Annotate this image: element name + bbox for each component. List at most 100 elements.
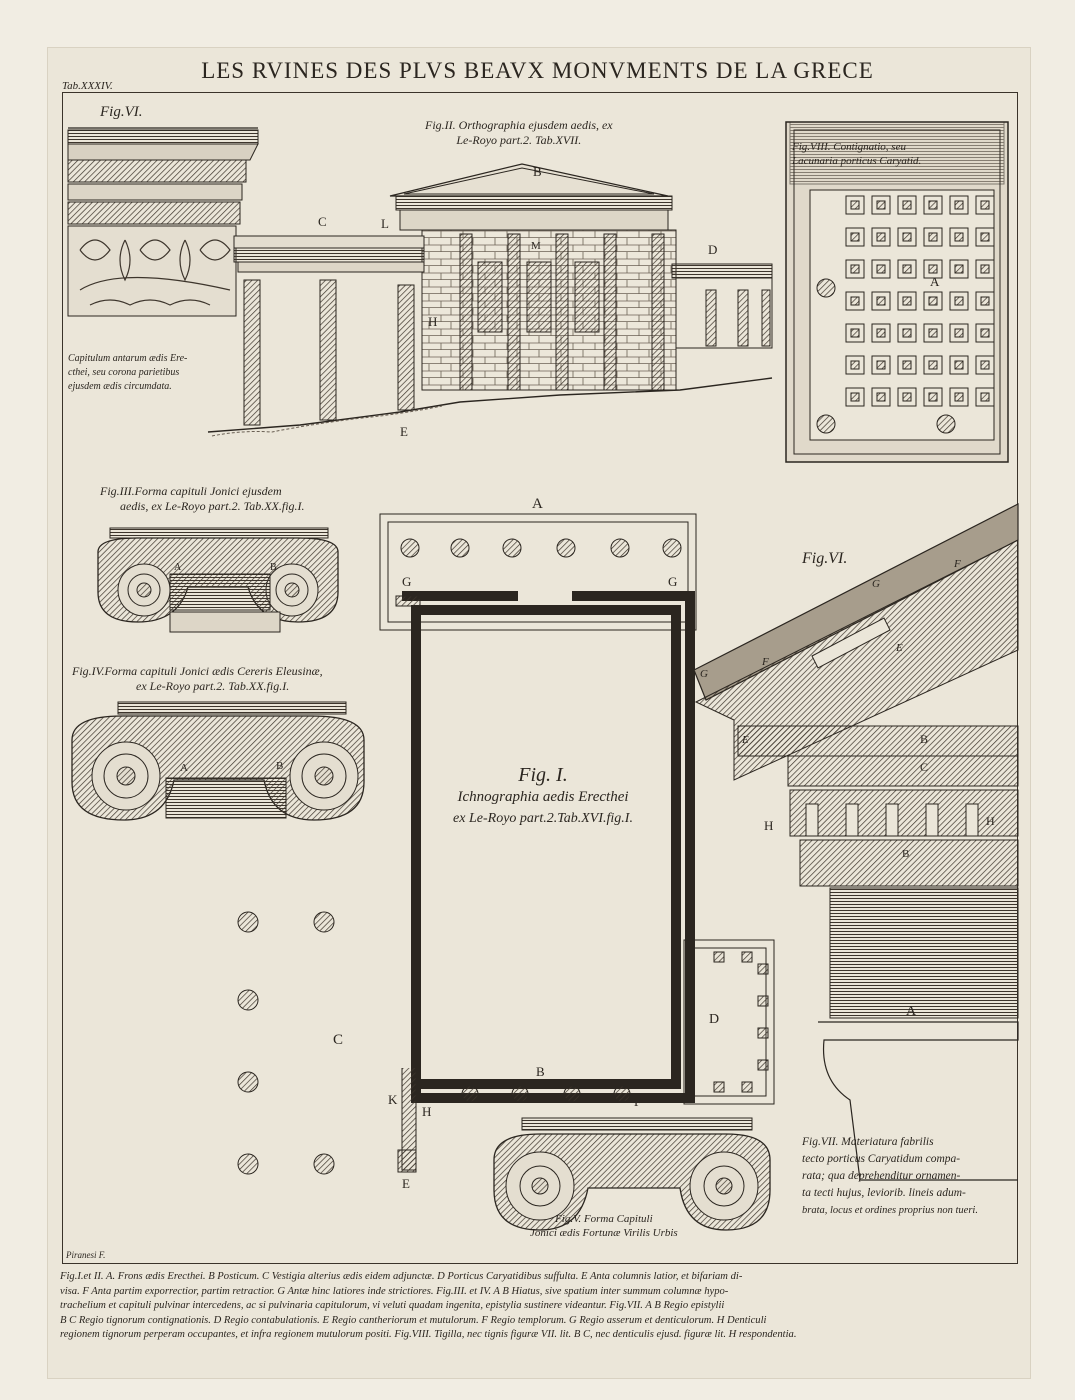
plate-legend: Fig.I.et II. A. Frons ædis Erecthei. B P… bbox=[60, 1270, 1020, 1343]
fig6-letter-e-top: E bbox=[896, 642, 903, 654]
coffer-center bbox=[876, 328, 886, 338]
fig6-letter-g-top: G bbox=[872, 578, 880, 590]
coffer-center bbox=[954, 232, 964, 242]
coffer-center bbox=[850, 360, 860, 370]
fig4-letter-b: B bbox=[276, 760, 284, 772]
fig8-caption: Fig.VIII. Contignatio, seu Lacunaria por… bbox=[792, 140, 921, 168]
fig3-ionic-capital bbox=[97, 527, 339, 633]
legend-line: trachelium et capituli pulvinar interced… bbox=[60, 1300, 725, 1312]
coffer-center bbox=[928, 328, 938, 338]
fig4-ionic-capital bbox=[71, 701, 365, 821]
legend-line: B C Regio tignorum contignationis. D Reg… bbox=[60, 1314, 767, 1326]
coffer-center bbox=[876, 360, 886, 370]
coffer-center bbox=[954, 296, 964, 306]
coffer-center bbox=[954, 360, 964, 370]
fig1-letter-f: F bbox=[634, 1094, 642, 1109]
fig2-letter-h: H bbox=[428, 314, 438, 329]
legend-line: Fig.I.et II. A. Frons ædis Erecthei. B P… bbox=[60, 1271, 743, 1282]
fig8-letter-a: A bbox=[930, 274, 940, 289]
fig2-caption-line: Le-Royo part.2. Tab.XVII. bbox=[456, 133, 582, 147]
coffer-center bbox=[876, 232, 886, 242]
fig3-letter-a: A bbox=[174, 562, 182, 573]
fig7-caption-line: brata, locus et ordines proprius non tue… bbox=[802, 1205, 978, 1216]
coffer-center bbox=[980, 360, 990, 370]
coffer-center bbox=[902, 392, 912, 402]
fig6-caption-line: ejusdem ædis circumdata. bbox=[68, 381, 172, 392]
coffer-center bbox=[928, 360, 938, 370]
plate-title: LES RVINES DES PLVS BEAVX MONVMENTS DE L… bbox=[201, 58, 874, 83]
fig6-letter-b-lower: B bbox=[902, 848, 910, 860]
fig6-letter-e-left: E bbox=[742, 734, 749, 746]
fig2-letter-d: D bbox=[708, 242, 718, 257]
coffer-center bbox=[850, 200, 860, 210]
fig6-letter-c: C bbox=[920, 760, 929, 774]
coffer-center bbox=[902, 360, 912, 370]
coffer-center bbox=[876, 200, 886, 210]
fig4-caption: Fig.IV.Forma capituli Jonici ædis Cereri… bbox=[72, 664, 323, 694]
fig4-caption-line: ex Le-Royo part.2. Tab.XX.fig.I. bbox=[136, 679, 290, 693]
fig2-elevation-drawing bbox=[207, 163, 773, 437]
coffer-center bbox=[954, 392, 964, 402]
fig2-letter-e: E bbox=[400, 424, 408, 439]
fig4-caption-line: Fig.IV.Forma capituli Jonici ædis Cereri… bbox=[72, 664, 323, 678]
coffer-center bbox=[928, 392, 938, 402]
fig6-letter-b: B bbox=[920, 732, 929, 746]
coffer-center bbox=[954, 200, 964, 210]
coffer-center bbox=[954, 264, 964, 274]
legend-line: regionem tignorum perperam occupantes, e… bbox=[60, 1329, 797, 1341]
fig2-letter-c: C bbox=[318, 214, 327, 229]
coffer-center bbox=[928, 296, 938, 306]
fig6-letter-h-right: H bbox=[986, 814, 995, 828]
fig1-caption-line: Ichnographia aedis Erecthei bbox=[457, 789, 629, 805]
fig7-caption: Fig.VII. Materiatura fabrilis tecto port… bbox=[802, 1134, 978, 1219]
fig6-letter-h-left: H bbox=[764, 818, 774, 833]
coffer-center bbox=[980, 328, 990, 338]
coffer-center bbox=[980, 232, 990, 242]
fig3-caption-line: Fig.III.Forma capituli Jonici ejusdem bbox=[100, 484, 282, 498]
coffer-center bbox=[902, 232, 912, 242]
coffer-center bbox=[850, 264, 860, 274]
coffer-center bbox=[902, 296, 912, 306]
fig2-letter-l: L bbox=[381, 216, 389, 231]
fig1-caption-line: Fig. I. bbox=[518, 764, 568, 786]
coffer-center bbox=[876, 392, 886, 402]
fig1-ground-plan bbox=[237, 513, 775, 1175]
plate-frame bbox=[62, 92, 1018, 1264]
coffer-center bbox=[980, 264, 990, 274]
coffer-center bbox=[902, 328, 912, 338]
coffer-center bbox=[876, 264, 886, 274]
fig6-top-caption: Capitulum antarum ædis Ere- cthei, seu c… bbox=[68, 352, 187, 394]
coffer-center bbox=[928, 264, 938, 274]
coffer-center bbox=[954, 328, 964, 338]
fig3-letter-b: B bbox=[270, 562, 277, 573]
fig7-caption-line: ta tecti hujus, leviorib. lineis adum- bbox=[802, 1187, 966, 1199]
coffer-center bbox=[850, 328, 860, 338]
coffer-center bbox=[902, 264, 912, 274]
fig6-caption-line: Capitulum antarum ædis Ere- bbox=[68, 353, 188, 364]
fig1-caption-line: ex Le-Royo part.2.Tab.XVI.fig.I. bbox=[453, 811, 633, 826]
fig1-letter-h: H bbox=[422, 1104, 432, 1119]
fig5-caption-line: Fig.V. Forma Capituli bbox=[555, 1213, 653, 1225]
coffer-center bbox=[850, 232, 860, 242]
fig8-caption-line: Fig.VIII. Contignatio, seu bbox=[792, 141, 906, 153]
fig6-letter-f-left: F bbox=[762, 656, 769, 668]
fig4-letter-a: A bbox=[180, 762, 188, 774]
coffer-center bbox=[928, 232, 938, 242]
fig3-caption-line: aedis, ex Le-Royo part.2. Tab.XX.fig.I. bbox=[120, 499, 305, 513]
fig1-letter-b: B bbox=[536, 1064, 545, 1079]
coffer-center bbox=[980, 200, 990, 210]
fig1-letter-c: C bbox=[333, 1032, 344, 1048]
fig7-caption-line: rata; qua deprehenditur ornamen- bbox=[802, 1170, 961, 1182]
fig8-caption-line: Lacunaria porticus Caryatid. bbox=[792, 155, 922, 167]
fig1-letter-a: A bbox=[532, 496, 543, 512]
legend-line: visa. F Anta partim exporrectior, partim… bbox=[60, 1285, 729, 1297]
coffer-center bbox=[980, 296, 990, 306]
fig5-ionic-capital bbox=[493, 1117, 771, 1231]
fig1-letter-g-right: G bbox=[668, 574, 678, 589]
fig2-caption-line: Fig.II. Orthographia ejusdem aedis, ex bbox=[425, 118, 613, 132]
fig6-letter-a: A bbox=[906, 1004, 917, 1019]
fig1-letter-e: E bbox=[402, 1176, 410, 1191]
coffer-center bbox=[980, 392, 990, 402]
fig7-caption-line: tecto porticus Caryatidum compa- bbox=[802, 1153, 961, 1165]
